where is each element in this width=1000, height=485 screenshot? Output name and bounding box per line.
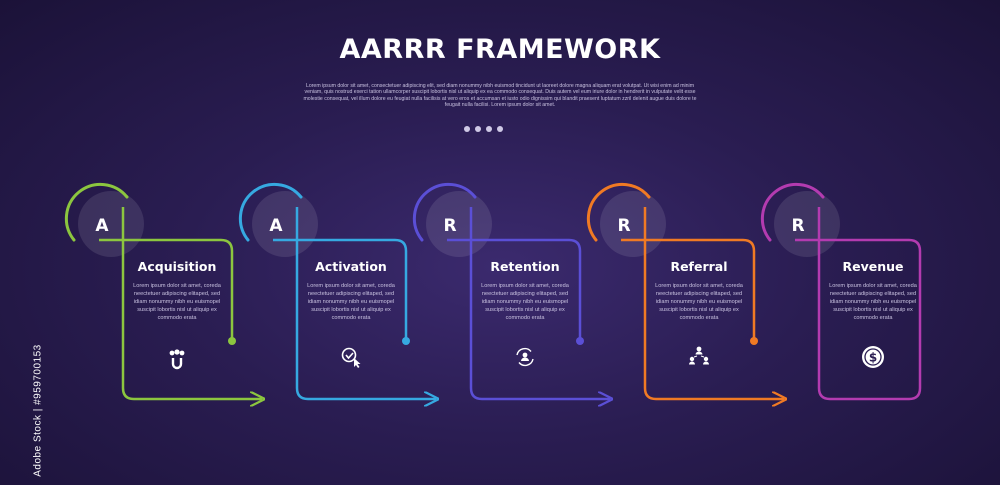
step-description: Lorem ipsum dolor sit amet, coreda neect…	[481, 283, 569, 321]
step-heading: Revenue	[842, 259, 904, 274]
step-description: Lorem ipsum dolor sit amet, coreda neect…	[655, 283, 743, 321]
magnet-people-icon	[169, 349, 185, 370]
page-subtitle: Lorem ipsum dolor sit amet, consectetuer…	[303, 83, 697, 109]
connector-dot	[750, 337, 758, 345]
step-letter: A	[95, 216, 109, 236]
step-acquisition: A	[64, 182, 262, 399]
check-click-icon	[341, 347, 361, 368]
letter-arc	[586, 182, 651, 242]
stock-credit: Adobe Stock | #959700153	[32, 344, 44, 477]
letter-badge-bg	[426, 191, 492, 257]
step-heading: Activation	[315, 259, 387, 274]
letter-badge-bg	[252, 191, 318, 257]
step-revenue: R$	[760, 182, 922, 401]
dot	[497, 126, 503, 132]
step-letter: R	[791, 216, 804, 236]
connector-dot	[402, 337, 410, 345]
svg-text:$: $	[869, 351, 877, 365]
dot	[464, 126, 470, 132]
step-letter: R	[443, 216, 456, 236]
step-description: Lorem ipsum dolor sit amet, coreda neect…	[829, 283, 917, 321]
card-border-right	[297, 238, 408, 340]
card-border-right	[123, 238, 234, 340]
letter-badge-bg	[774, 191, 840, 257]
flow-arrow	[121, 250, 262, 399]
step-letter: A	[269, 216, 283, 236]
letter-arc	[760, 182, 825, 242]
letter-arc	[412, 182, 477, 242]
step-referral: R	[586, 182, 784, 399]
connector-dot	[228, 337, 236, 345]
dot	[486, 126, 492, 132]
letter-arc	[64, 182, 129, 242]
flow-arrow	[469, 250, 610, 399]
flow-arrow	[295, 250, 436, 399]
people-network-icon	[689, 346, 709, 365]
dollar-coin-icon: $	[862, 346, 884, 368]
step-activation: A	[238, 182, 436, 399]
letter-badge-bg	[600, 191, 666, 257]
step-description: Lorem ipsum dolor sit amet, coreda neect…	[307, 283, 395, 321]
flow-arrow	[643, 250, 784, 399]
card-border-right	[645, 238, 756, 340]
step-heading: Acquisition	[137, 259, 217, 274]
letter-badge-bg	[78, 191, 144, 257]
step-heading: Retention	[490, 259, 560, 274]
page-title: AARRR FRAMEWORK	[339, 34, 661, 65]
letter-arc	[238, 182, 303, 242]
pagination-dots	[464, 126, 503, 132]
step-retention: R	[412, 182, 610, 399]
card-border	[817, 238, 922, 401]
step-heading: Referral	[670, 259, 728, 274]
user-cycle-icon	[516, 347, 534, 367]
dot	[475, 126, 481, 132]
step-description: Lorem ipsum dolor sit amet, coreda neect…	[133, 283, 221, 321]
connector-dot	[576, 337, 584, 345]
card-border-right	[471, 238, 582, 340]
step-letter: R	[617, 216, 630, 236]
